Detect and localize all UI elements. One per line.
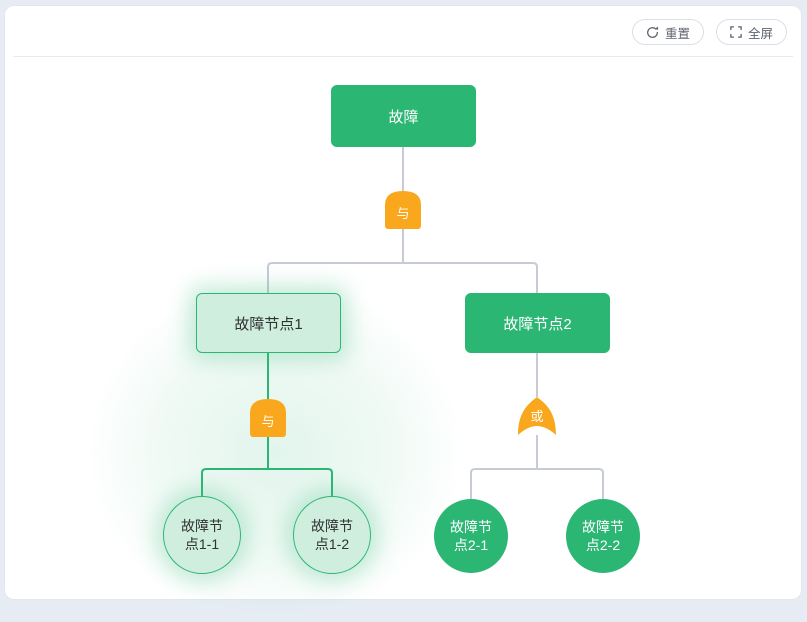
toolbar: 重置 全屏 [5,6,801,56]
node-fault-2-2[interactable]: 故障节点2-2 [566,499,640,573]
node-fault-1-1[interactable]: 故障节点1-1 [163,496,241,574]
and-gate-fault-1[interactable]: 与 [250,399,286,437]
toolbar-divider [13,56,793,57]
refresh-icon [646,26,659,39]
and-gate-icon [385,191,421,229]
node-fault-1[interactable]: 故障节点1 [196,293,341,353]
connector-root-branch [267,262,538,293]
reset-button-label: 重置 [664,26,690,41]
fullscreen-button-label: 全屏 [747,26,773,41]
or-gate-fault-2[interactable]: 或 [518,397,556,437]
node-fault-1-2[interactable]: 故障节点1-2 [293,496,371,574]
fault-tree-panel: 重置 全屏 [4,5,802,622]
reset-button[interactable]: 重置 [631,19,704,45]
or-gate-icon [518,397,556,435]
node-fault-2-1[interactable]: 故障节点2-1 [434,499,508,573]
and-gate-root[interactable]: 与 [385,191,421,229]
fullscreen-icon [730,26,742,38]
diagram-canvas[interactable]: 故障 与 故障节点1 故障节点2 与 或 故障节点1-1 故障节点1-2 [5,57,801,622]
and-gate-icon [250,399,286,437]
connector-fault2-branch [470,468,604,499]
fullscreen-button[interactable]: 全屏 [715,19,787,45]
node-root[interactable]: 故障 [331,85,476,147]
connector-lines [201,147,604,499]
node-fault-2[interactable]: 故障节点2 [465,293,610,353]
connector-fault1-branch [201,468,333,496]
